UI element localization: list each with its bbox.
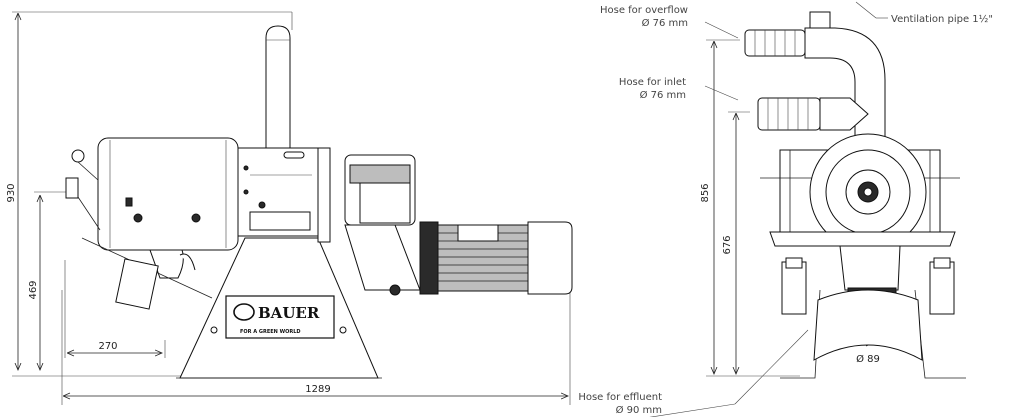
inlet-label-line1: Hose for inlet	[619, 77, 686, 88]
inlet-label-line2: Ø 76 mm	[640, 89, 686, 101]
dim-offset: 270	[98, 341, 117, 352]
brand-plate: BAUER FOR A GREEN WORLD	[225, 295, 335, 339]
logo-icon	[233, 303, 255, 321]
overflow-label-line2: Ø 76 mm	[642, 17, 688, 29]
overflow-label-line1: Hose for overflow	[600, 5, 688, 16]
effluent-label-line1: Hose for effluent	[578, 392, 662, 403]
dim-effluent-diameter: Ø 89	[856, 353, 880, 365]
effluent-label-line2: Ø 90 mm	[616, 404, 662, 416]
separator-front-view	[744, 11, 966, 379]
ventilation-label: Ventilation pipe 1½"	[891, 13, 993, 25]
separator-side-view	[65, 25, 573, 379]
dim-side-height: 856	[700, 183, 711, 202]
callouts	[649, 1, 888, 417]
brand-name: BAUER	[258, 304, 320, 322]
dim-overall-height: 930	[6, 183, 17, 202]
dim-overall-length: 1289	[305, 384, 330, 395]
dim-inlet-side-height: 676	[722, 235, 733, 254]
right-view-dimensions	[706, 39, 873, 377]
dim-inlet-height: 469	[28, 280, 39, 299]
brand-tagline: FOR A GREEN WORLD	[240, 329, 301, 335]
